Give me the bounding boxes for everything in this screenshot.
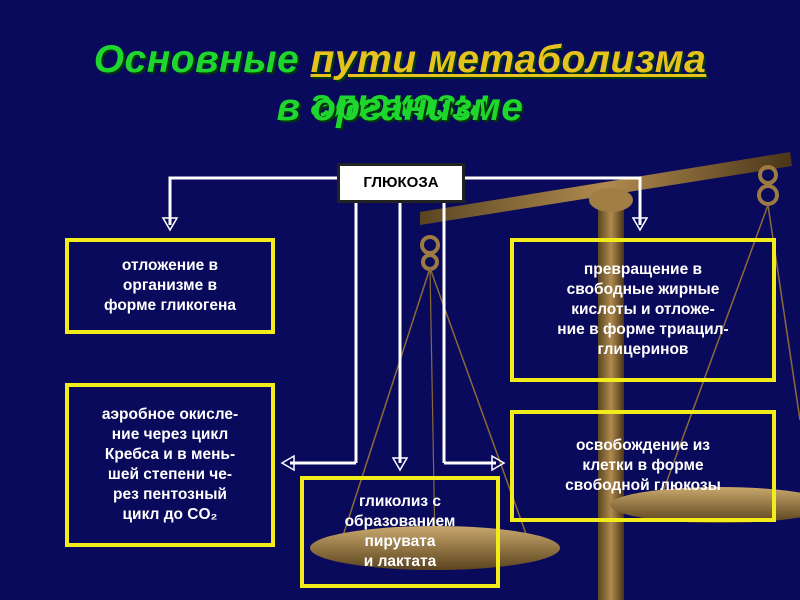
slide-title-line1: Основные пути метаболизма глюкозы <box>0 38 800 126</box>
glycogen-box: отложение в организме в форме гликогена <box>65 238 275 334</box>
glucose-node: ГЛЮКОЗА <box>337 163 465 203</box>
arrow-free-glucose <box>491 454 506 472</box>
free-glucose-box: освобождение из клетки в форме свободной… <box>510 410 776 522</box>
aerobic-box: аэробное окисле- ние через цикл Кребса и… <box>65 383 275 547</box>
arrow-glycogen <box>161 217 179 232</box>
arrow-fatty-acids <box>631 217 649 232</box>
glycolysis-text: гликолиз с образованием пирувата и лакта… <box>344 493 456 570</box>
glycolysis-box: гликолиз с образованием пирувата и лакта… <box>300 476 500 588</box>
title-highlight: пути метаболизма <box>310 38 707 81</box>
free-glucose-text: освобождение из клетки в форме свободной… <box>565 437 721 494</box>
aerobic-text: аэробное окисле- ние через цикл Кребса и… <box>101 406 239 523</box>
fatty-acids-text: превращение в свободные жирные кислоты и… <box>557 261 729 358</box>
title-text-before: Основные <box>93 38 311 81</box>
slide-title-line2: в организме <box>276 86 524 129</box>
arrow-glycolysis <box>391 457 409 472</box>
title-text-after: глюкозы <box>310 82 490 125</box>
arrow-aerobic <box>280 454 295 472</box>
glycogen-text: отложение в организме в форме гликогена <box>103 257 236 314</box>
fatty-acids-box: превращение в свободные жирные кислоты и… <box>510 238 776 382</box>
